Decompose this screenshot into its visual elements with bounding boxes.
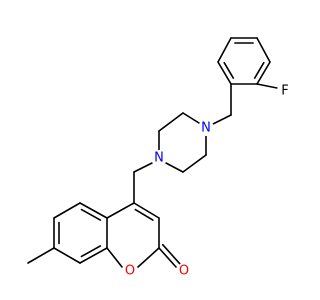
bond — [217, 37, 232, 63]
bond-double — [80, 208, 102, 221]
bond-double — [253, 61, 265, 79]
bond — [53, 202, 81, 219]
nitrogen-label-bottom: N — [154, 151, 164, 166]
bond-c-n — [212, 114, 232, 125]
bond-methyl — [27, 247, 55, 264]
bond — [182, 154, 207, 173]
bond — [256, 61, 271, 85]
bonds — [27, 37, 278, 268]
bond — [79, 247, 108, 264]
bond — [182, 112, 200, 124]
atom-carbonyl-oxygen: O — [176, 263, 192, 279]
bond — [53, 247, 81, 264]
atom-piperazine-nitrogen-bottom: N — [151, 150, 167, 166]
bond — [133, 162, 153, 173]
bond-c-f — [256, 83, 278, 89]
fluorine-label: F — [281, 84, 288, 99]
bond-c-o — [137, 247, 160, 268]
bond-c-o — [158, 247, 177, 268]
atom-ring-oxygen: O — [122, 263, 138, 279]
bond — [165, 162, 184, 173]
bond-double-c-o — [161, 243, 181, 265]
bond — [106, 202, 135, 219]
nitrogen-label-top: N — [201, 121, 211, 136]
ring-oxygen-label: O — [125, 264, 135, 279]
bond — [256, 37, 271, 63]
bond-o-c — [106, 247, 123, 268]
bond — [79, 202, 108, 219]
atom-fluorine: F — [277, 83, 293, 99]
bond — [158, 112, 184, 132]
molecule-structure-diagram: F N N O O — [27, 37, 293, 279]
atom-piperazine-nitrogen-top: N — [198, 120, 214, 136]
bond-double — [134, 208, 154, 221]
bond-double — [80, 245, 102, 258]
bond — [217, 61, 232, 85]
carbonyl-oxygen-label: O — [179, 264, 189, 279]
bond — [133, 202, 160, 219]
bond-double — [223, 61, 235, 79]
